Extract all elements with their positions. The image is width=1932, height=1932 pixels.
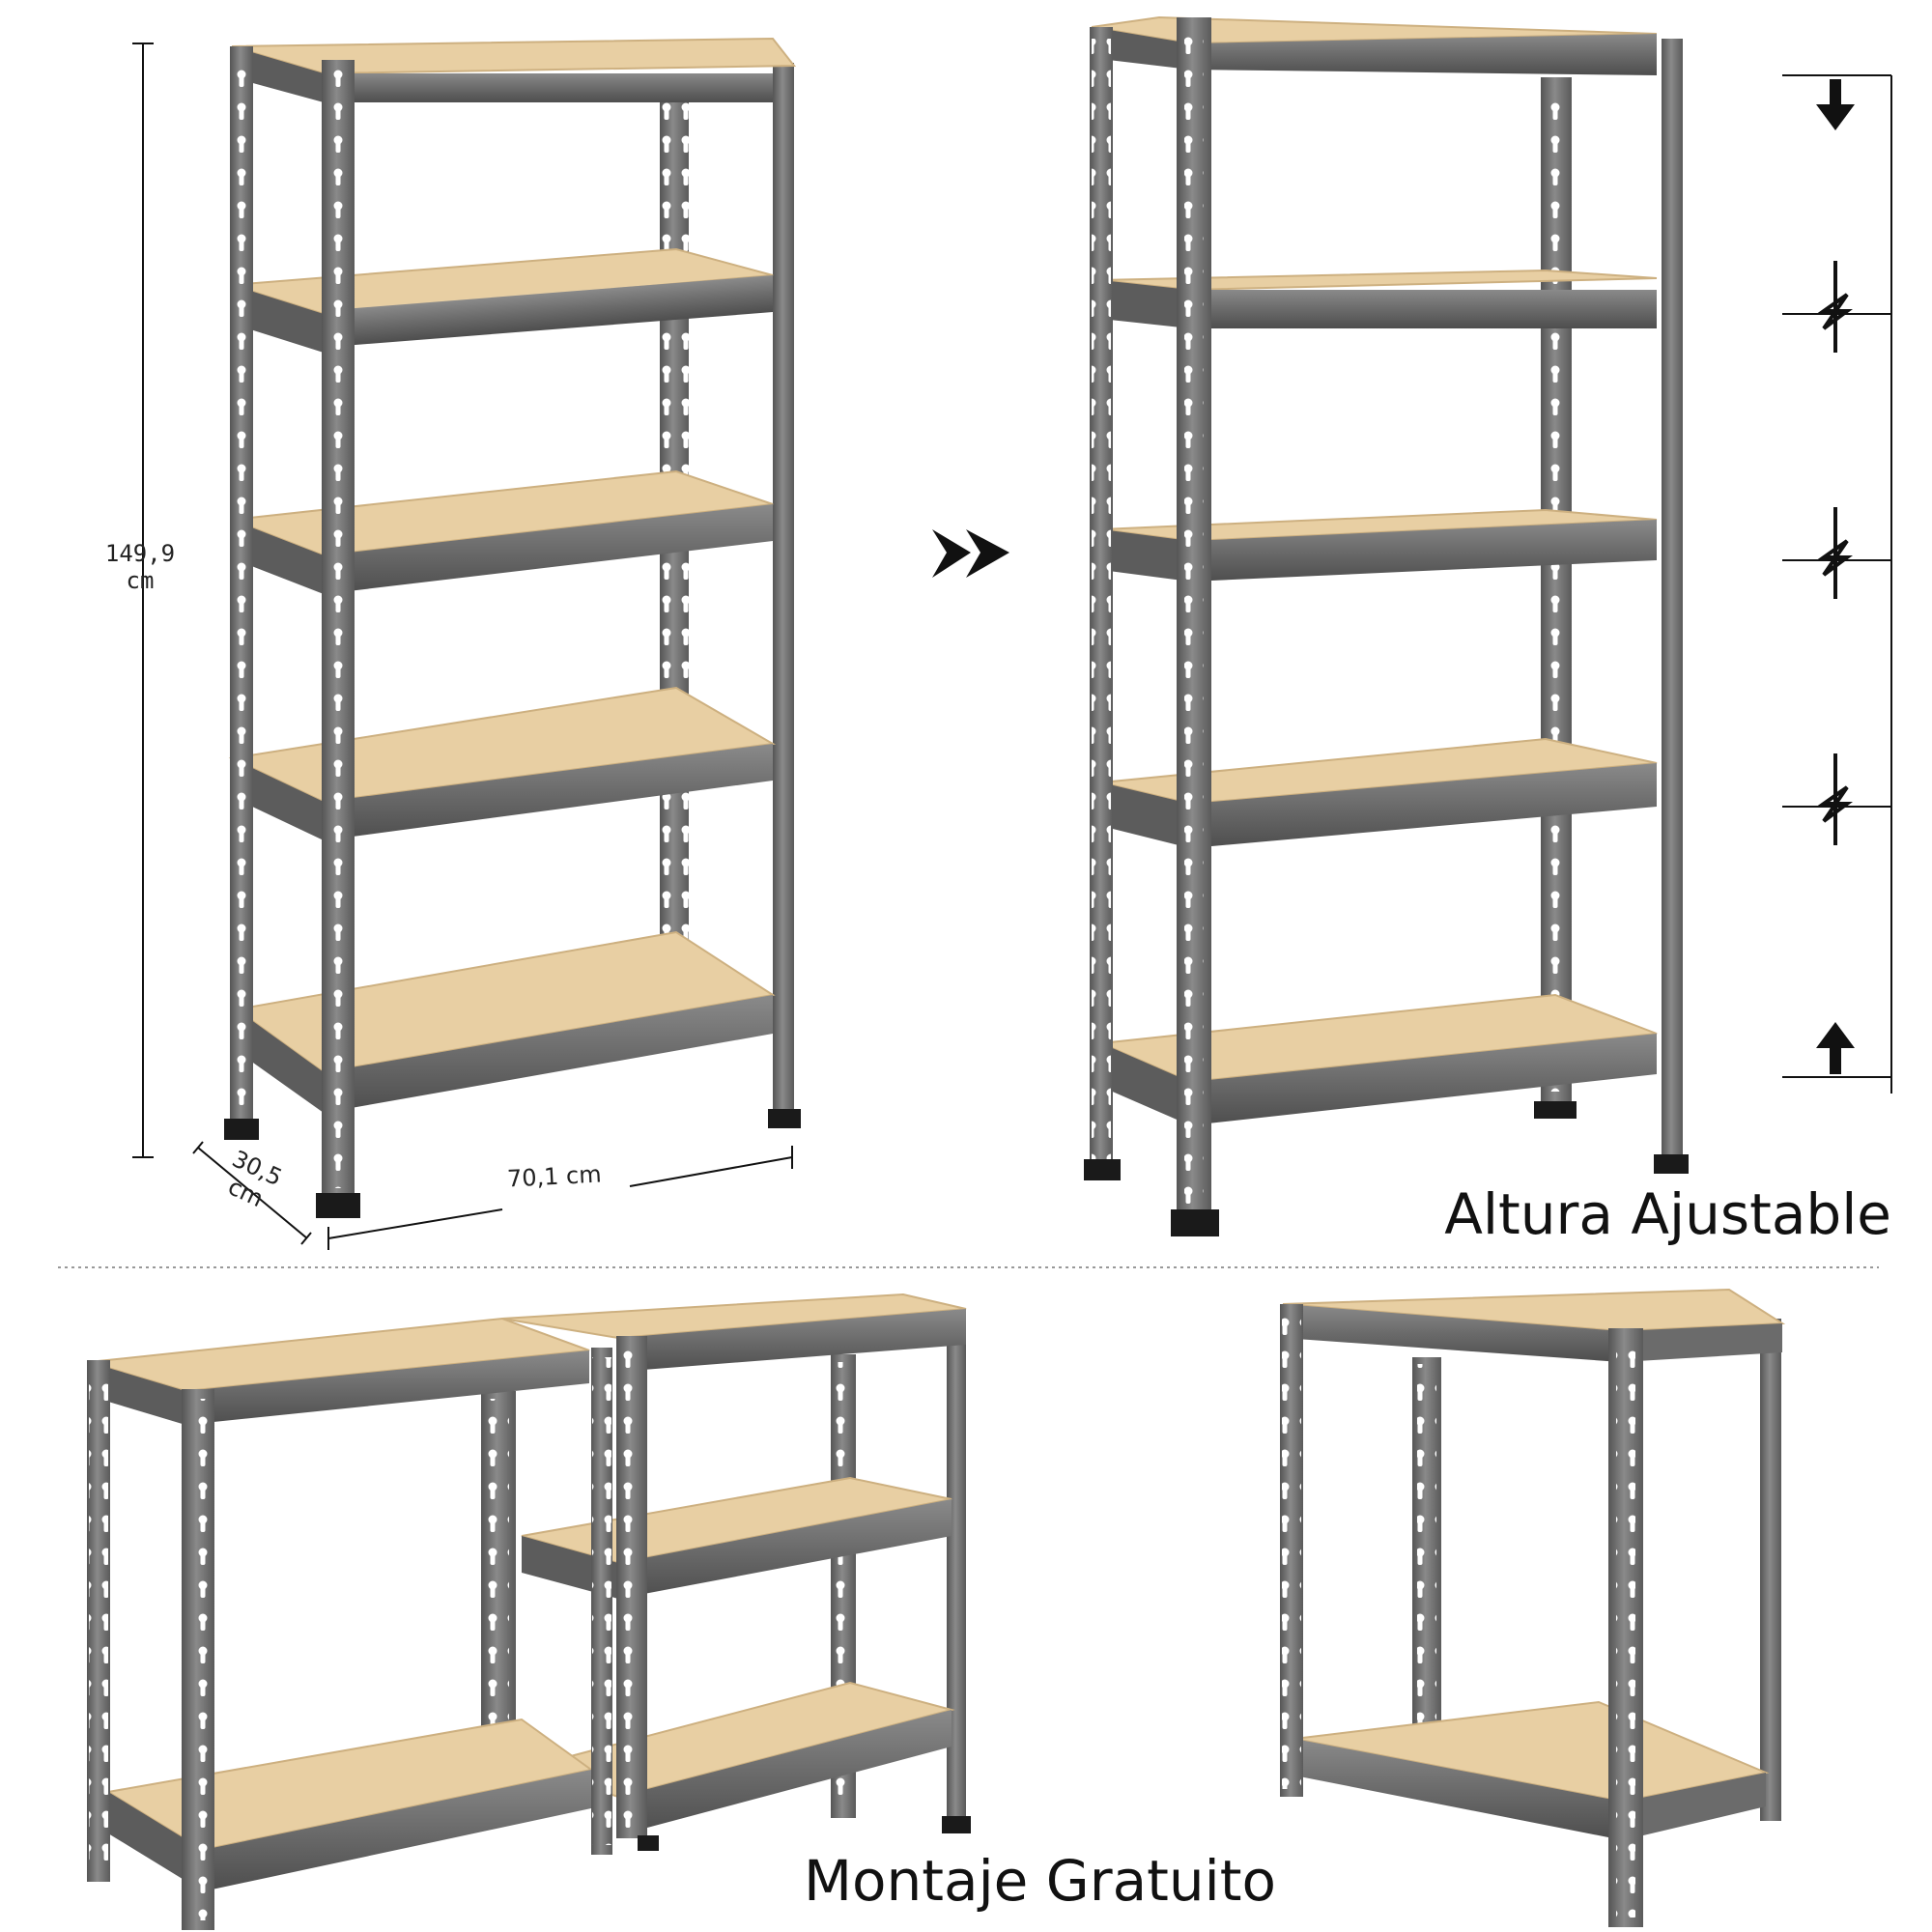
- height-dimension-label: 149,9 cm: [104, 540, 176, 594]
- shelving-unit-dimensions: [132, 37, 801, 1250]
- free-assembly-caption: Montaje Gratuito: [804, 1848, 1276, 1914]
- shelf-board: [234, 930, 776, 1113]
- shelf-board: [1091, 15, 1658, 75]
- shelf-board: [1097, 993, 1658, 1125]
- double-chevron-right-icon: [932, 529, 1009, 578]
- shelf-board: [1100, 508, 1658, 582]
- shelf-board: [1100, 737, 1658, 848]
- shelf-board: [1100, 269, 1658, 328]
- shelf-board: [231, 469, 774, 594]
- arrow-down-icon: [1816, 79, 1855, 130]
- adjustable-height-caption: Altura Ajustable: [1444, 1181, 1891, 1247]
- shelving-unit-adjusted: [1084, 15, 1892, 1236]
- adjust-marker-icon: [1817, 753, 1853, 845]
- shelf-board: [231, 247, 774, 353]
- shelving-unit-workbenches: [87, 1293, 971, 1930]
- adjust-marker-icon: [1817, 507, 1853, 599]
- shelf-board: [231, 37, 797, 102]
- arrow-up-icon: [1816, 1022, 1855, 1074]
- width-dimension-label: 70,1 cm: [506, 1160, 603, 1193]
- shelf-board: [228, 686, 777, 840]
- shelving-unit-small: [1280, 1288, 1786, 1927]
- adjust-marker-icon: [1817, 261, 1853, 353]
